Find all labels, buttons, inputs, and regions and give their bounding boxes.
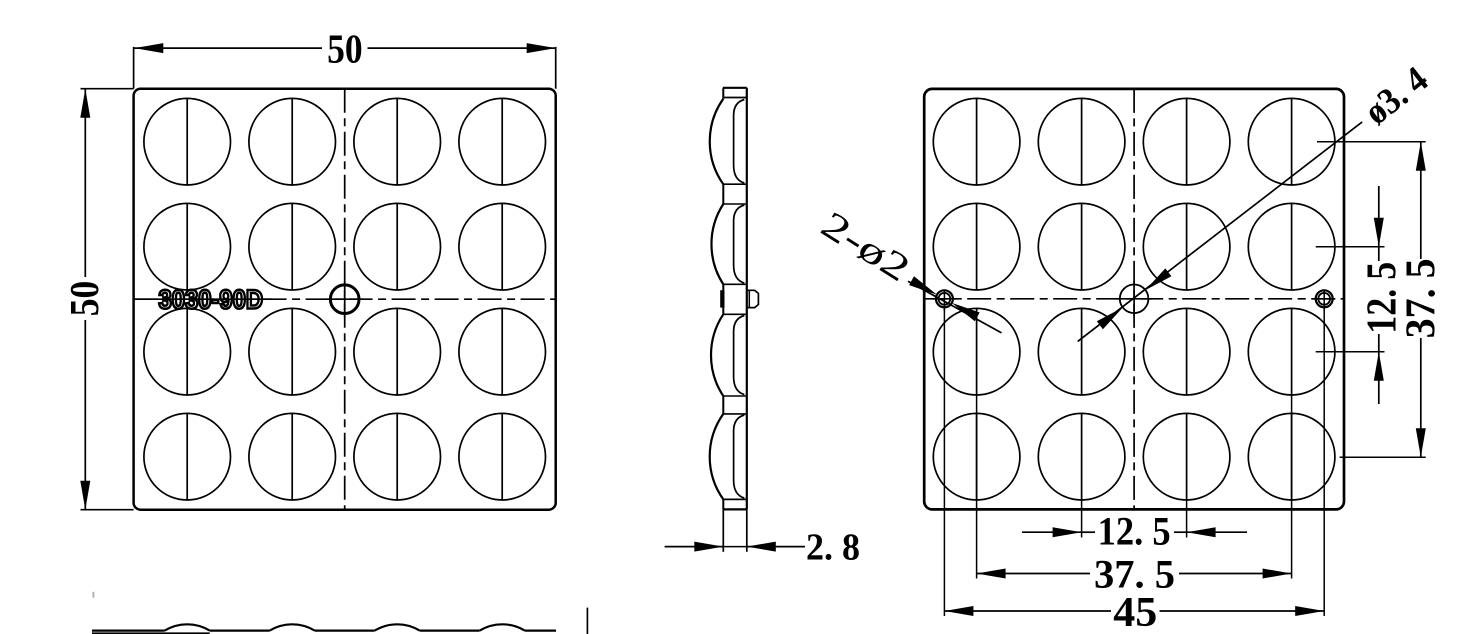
svg-text:12. 5: 12. 5 [1098, 508, 1171, 553]
svg-text:37. 5: 37. 5 [1094, 551, 1175, 596]
svg-text:37. 5: 37. 5 [1399, 258, 1445, 338]
svg-text:45: 45 [1113, 590, 1157, 634]
svg-text:50: 50 [327, 26, 363, 72]
svg-text:50: 50 [61, 281, 107, 317]
svg-text:2. 8: 2. 8 [806, 527, 860, 569]
svg-text:12. 5: 12. 5 [1359, 262, 1405, 334]
